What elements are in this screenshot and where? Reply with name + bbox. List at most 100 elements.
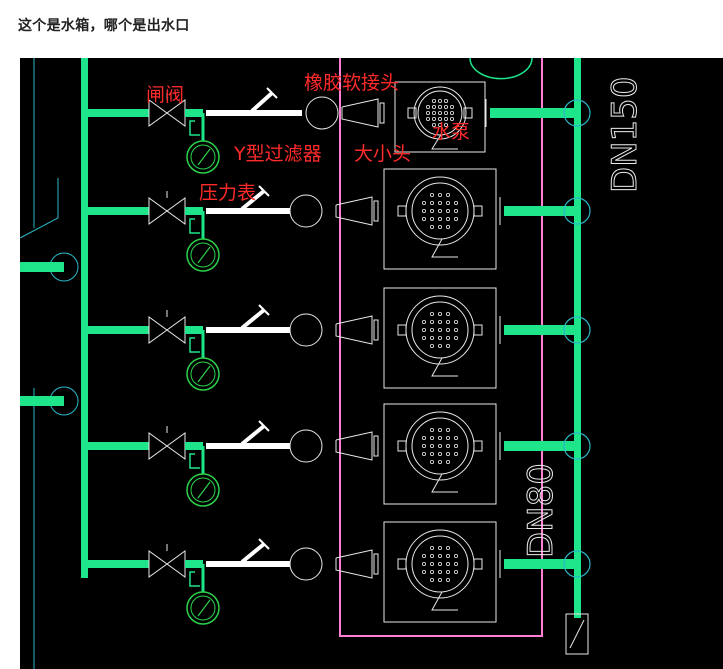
pump-bolt	[429, 343, 434, 348]
pump-bolt	[429, 451, 434, 456]
pump-bolt	[445, 553, 450, 558]
pump-bolt	[425, 111, 430, 116]
pump-lug-left	[407, 107, 417, 119]
pump-bolt	[453, 561, 458, 566]
pump-bolt	[437, 561, 442, 566]
pump-bolt	[453, 570, 458, 575]
pump-row	[85, 81, 591, 174]
pump-icon	[405, 529, 475, 599]
pump-bolt	[445, 427, 450, 432]
pump-bolt	[445, 343, 450, 348]
pump-bolt	[429, 545, 434, 550]
branch-pipe	[85, 442, 149, 450]
pump-bolt	[449, 111, 454, 116]
discharge-pipe	[504, 325, 574, 335]
branch-pipe	[85, 560, 149, 568]
pump-bolt	[453, 200, 458, 205]
pump-icon	[413, 86, 467, 140]
pump-bolt	[443, 117, 448, 122]
pump-bolt	[443, 105, 448, 110]
pump-bolt	[429, 319, 434, 324]
pump-foot	[431, 132, 458, 150]
header-main-vertical	[574, 58, 581, 618]
pump-bolt	[437, 451, 442, 456]
branch-pipe	[85, 326, 149, 334]
pump-bolt	[425, 117, 430, 122]
pressure-gauge-icon	[186, 238, 220, 272]
gauge-siphon	[189, 571, 200, 587]
pump-bolt	[437, 553, 442, 558]
pump-bolt	[449, 105, 454, 110]
y-strainer-cap	[266, 87, 278, 99]
pump-bolt	[445, 570, 450, 575]
y-strainer-branch	[250, 91, 274, 113]
pump-base-frame	[383, 403, 497, 505]
dn150-label: DN150	[605, 76, 645, 193]
pump-bolt	[437, 343, 442, 348]
pump-bolt	[429, 578, 434, 583]
pump-bolt	[437, 117, 442, 122]
pump-bolt	[421, 327, 426, 332]
question-text: 这个是水箱，哪个是出水口	[18, 18, 190, 34]
cad-drawing: DN150 DN80 闸阀 橡胶软接头 水泵 Y型过滤器 大小头 压力表	[20, 58, 723, 669]
discharge-pipe	[504, 206, 574, 216]
pump-foot	[431, 591, 458, 611]
pressure-gauge-needle	[197, 365, 211, 383]
pump-bolt	[445, 561, 450, 566]
pump-bolt	[445, 216, 450, 221]
pump-bolt	[445, 545, 450, 550]
pump-bolt	[437, 311, 442, 316]
header-tee-circle	[563, 197, 591, 225]
pump-bolt	[431, 105, 436, 110]
pump-bolt	[437, 224, 442, 229]
label-reducer: 大小头	[354, 143, 411, 165]
y-strainer-body	[206, 561, 290, 567]
tank-outline	[339, 58, 543, 637]
pump-bolt	[429, 570, 434, 575]
pump-bolt	[445, 335, 450, 340]
y-strainer-body	[206, 110, 302, 116]
pump-bolt	[429, 208, 434, 213]
pipe-segment	[185, 109, 203, 117]
rubber-joint-icon	[289, 547, 323, 581]
pump-bolt	[437, 427, 442, 432]
pump-bolt	[445, 578, 450, 583]
reducer-icon	[335, 315, 373, 345]
pump-bolt	[445, 435, 450, 440]
pressure-gauge-needle	[197, 481, 211, 499]
y-strainer-branch	[240, 424, 266, 446]
pump-icon	[405, 176, 475, 246]
pump-bolt	[437, 570, 442, 575]
discharge-pipe	[504, 559, 574, 569]
pump-flange	[373, 553, 379, 575]
reducer-icon	[335, 549, 373, 579]
label-rubber-joint: 橡胶软接头	[304, 72, 399, 94]
pump-bolt	[453, 443, 458, 448]
pump-bolt	[429, 553, 434, 558]
pump-bolt	[445, 311, 450, 316]
pump-bolt	[429, 443, 434, 448]
pipe-segment	[185, 326, 203, 334]
pump-lug-left	[397, 324, 407, 336]
label-gate-valve: 闸阀	[146, 84, 184, 106]
branch-pipe	[85, 109, 149, 117]
pump-lug-left	[397, 205, 407, 217]
pipe-segment	[185, 442, 203, 450]
pump-bolt	[429, 200, 434, 205]
y-strainer-cap	[258, 185, 270, 197]
pump-lug-right	[473, 440, 483, 452]
pump-base-frame	[383, 521, 497, 623]
pressure-gauge-face	[190, 595, 216, 621]
pump-inner-ring	[417, 90, 463, 136]
pump-bolt	[429, 427, 434, 432]
pump-lug-right	[463, 107, 473, 119]
pump-bolt	[453, 435, 458, 440]
pump-bolt	[429, 335, 434, 340]
pump-lug-right	[473, 324, 483, 336]
pump-bolt	[421, 561, 426, 566]
pump-bolt	[421, 553, 426, 558]
pressure-gauge-face	[190, 477, 216, 503]
pump-bolt	[429, 224, 434, 229]
gate-valve-icon	[148, 316, 186, 344]
pump-bolt	[453, 319, 458, 324]
